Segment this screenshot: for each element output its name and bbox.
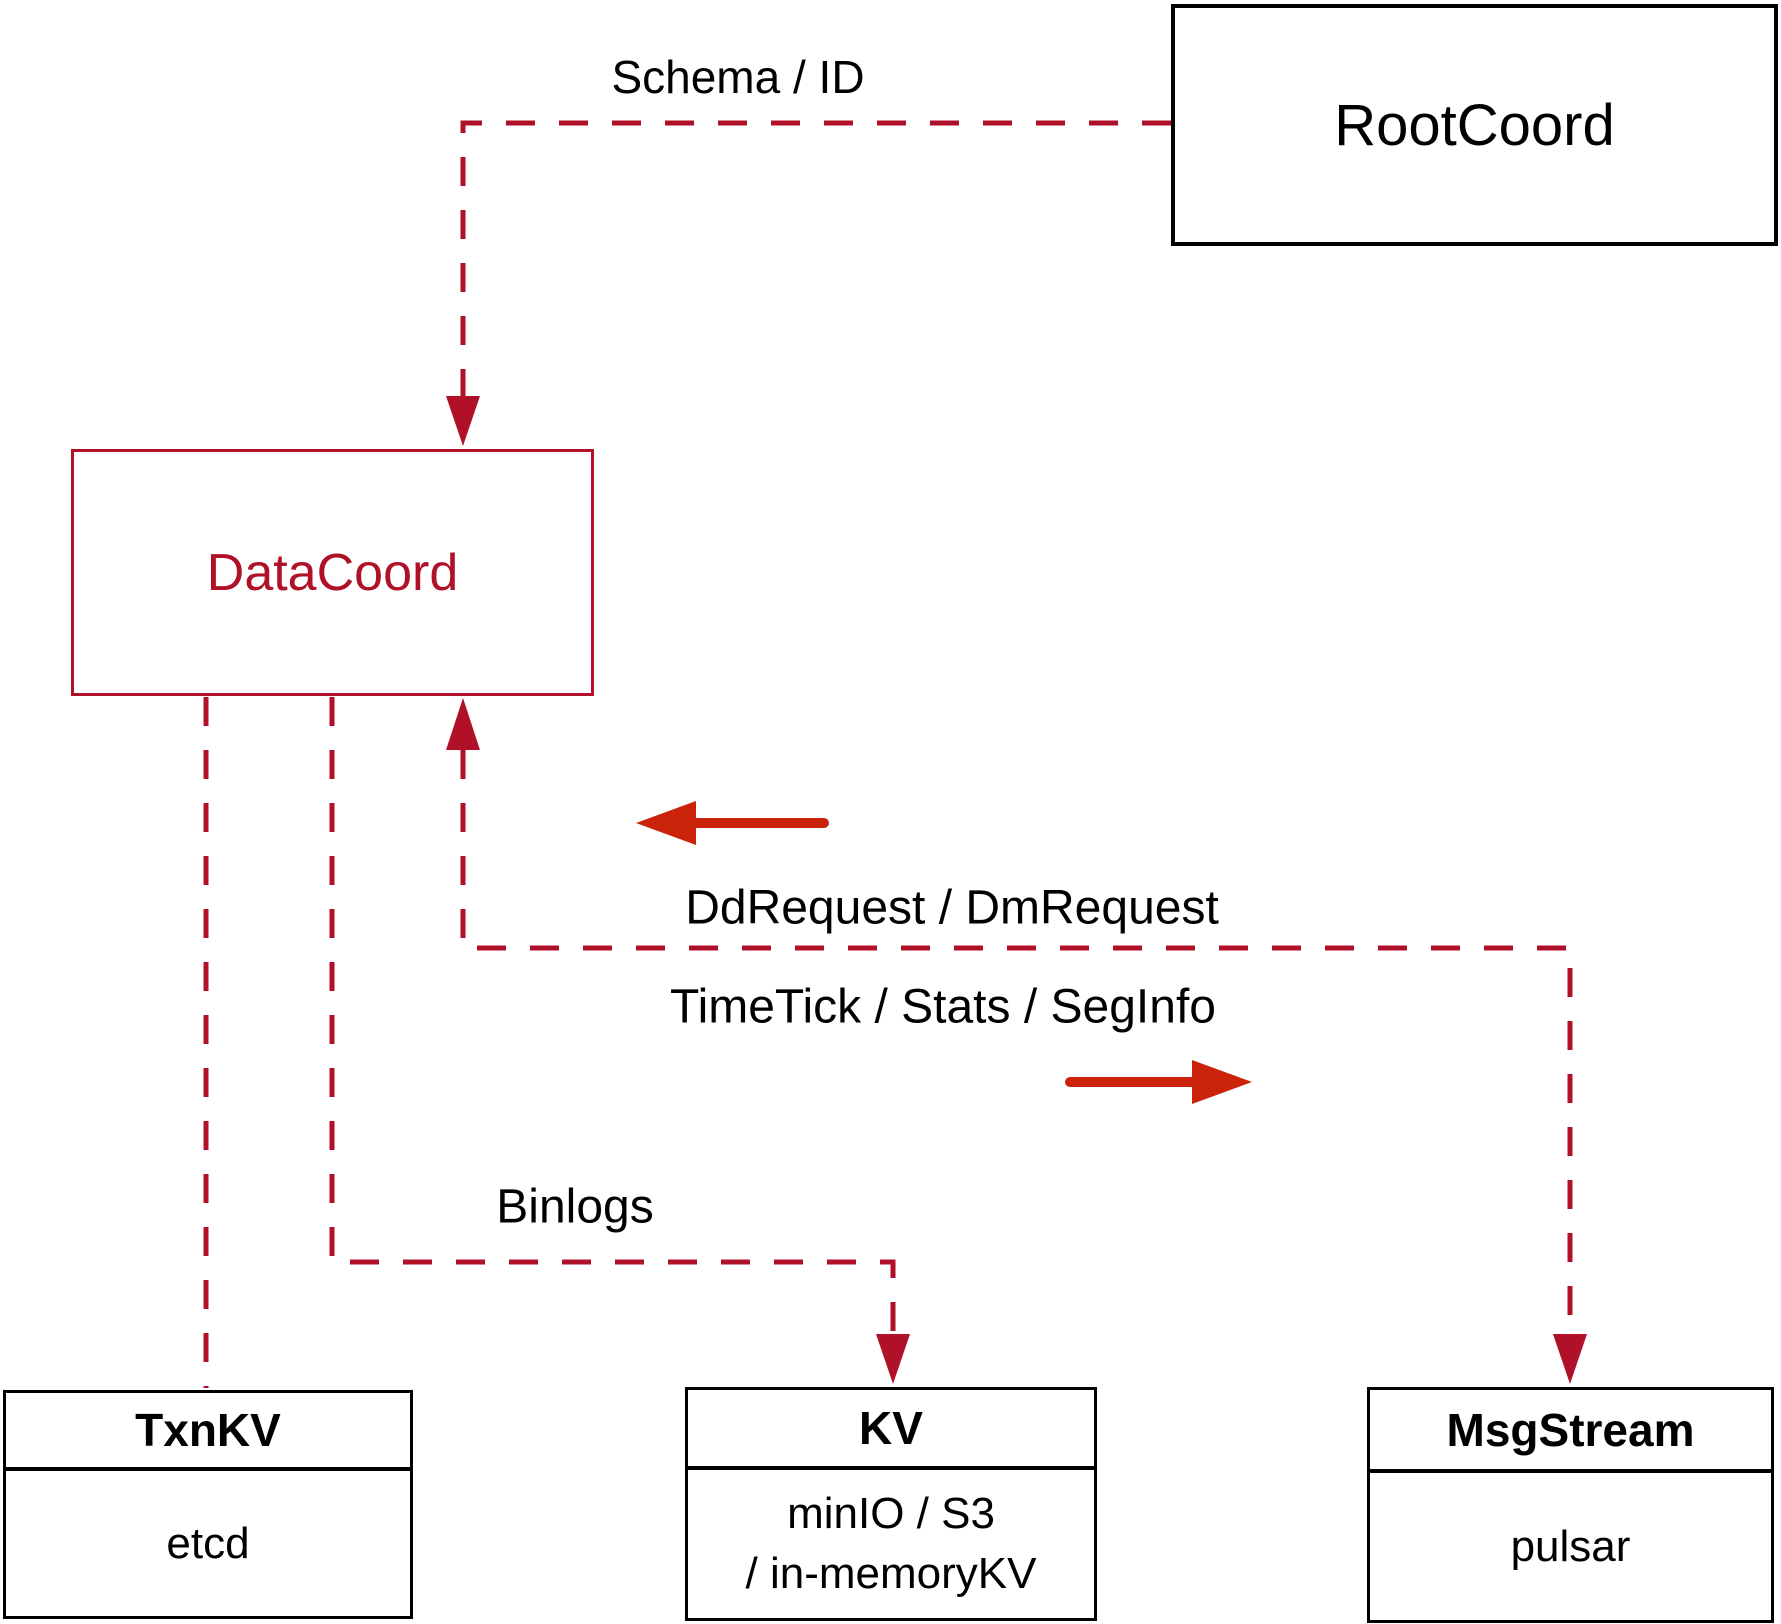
node-msgstream: MsgStream pulsar bbox=[1367, 1387, 1774, 1623]
edge-label-binlogs: Binlogs bbox=[496, 1180, 654, 1234]
node-txnkv-title: TxnKV bbox=[6, 1393, 410, 1471]
node-msgstream-detail: pulsar bbox=[1370, 1473, 1771, 1620]
node-txnkv: TxnKV etcd bbox=[3, 1390, 413, 1619]
node-kv-title: KV bbox=[688, 1390, 1094, 1470]
arrowhead-down-into-msgstream-icon bbox=[1553, 1334, 1587, 1384]
node-kv-detail: minIO / S3 / in-memoryKV bbox=[688, 1470, 1094, 1618]
arrowhead-down-into-datacoord-top-icon bbox=[446, 396, 480, 446]
node-msgstream-detail-text: pulsar bbox=[1510, 1521, 1631, 1571]
node-datacoord-label: DataCoord bbox=[206, 543, 459, 602]
flow-left-arrowhead-icon bbox=[636, 801, 696, 845]
edge-label-schema-id: Schema / ID bbox=[611, 51, 865, 103]
node-kv-detail-line2: / in-memoryKV bbox=[745, 1549, 1037, 1598]
node-txnkv-detail: etcd bbox=[6, 1471, 410, 1616]
node-msgstream-title: MsgStream bbox=[1370, 1390, 1771, 1473]
node-txnkv-detail-text: etcd bbox=[166, 1518, 250, 1568]
node-kv: KV minIO / S3 / in-memoryKV bbox=[685, 1387, 1097, 1621]
node-kv-detail-line1: minIO / S3 bbox=[787, 1489, 995, 1538]
arrowhead-down-into-kv-icon bbox=[876, 1334, 910, 1384]
connector-datacoord-msgstream bbox=[460, 750, 1573, 1336]
node-datacoord: DataCoord bbox=[71, 449, 594, 696]
edge-label-timetick-stats-seginfo: TimeTick / Stats / SegInfo bbox=[670, 980, 1216, 1034]
arrowhead-up-into-datacoord-bottom-icon bbox=[446, 698, 480, 750]
edge-label-ddrequest-dmrequest: DdRequest / DmRequest bbox=[685, 881, 1219, 935]
node-rootcoord-label: RootCoord bbox=[1334, 92, 1615, 158]
connector-rootcoord-to-datacoord bbox=[460, 120, 1171, 398]
flow-right-arrowhead-icon bbox=[1192, 1060, 1252, 1104]
connector-datacoord-to-kv bbox=[329, 697, 896, 1336]
node-rootcoord: RootCoord bbox=[1171, 4, 1778, 246]
